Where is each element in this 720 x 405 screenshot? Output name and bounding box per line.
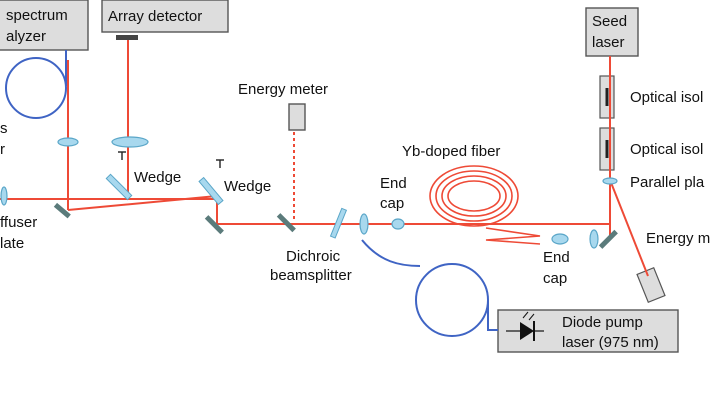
dichroic-beamsplitter bbox=[329, 207, 348, 239]
wedge-2-label: Wedge bbox=[224, 178, 271, 195]
isolator-2-mark bbox=[605, 140, 609, 158]
diode-icon bbox=[506, 311, 544, 341]
seed-laser-label-2: laser bbox=[592, 34, 625, 51]
diode-pump-label-1: Diode pump bbox=[562, 314, 643, 331]
spectrum-analyzer-label-1: spectrum bbox=[6, 7, 68, 24]
energy-meter-top-label: Energy meter bbox=[238, 81, 328, 98]
spectrum-analyzer-label-2: alyzer bbox=[6, 28, 46, 45]
parallel-plate-label: Parallel pla bbox=[630, 174, 705, 191]
energy-meter-top-box bbox=[288, 103, 306, 131]
array-detector-sensor bbox=[116, 35, 138, 40]
yb-fiber-coil bbox=[429, 165, 541, 245]
seed-laser-box bbox=[585, 7, 639, 57]
optical-isolator-1-label: Optical isol bbox=[630, 89, 703, 106]
yb-doped-fiber-label: Yb-doped fiber bbox=[402, 143, 500, 160]
laser-beam-paths bbox=[0, 40, 649, 277]
array-detector-box bbox=[101, 0, 229, 33]
optical-isolator-2-label: Optical isol bbox=[630, 141, 703, 158]
energy-meter-right-label: Energy m bbox=[646, 230, 710, 247]
left-fragment-label-2: r bbox=[0, 141, 5, 158]
wedge-2 bbox=[198, 176, 224, 206]
isolator-1-mark bbox=[605, 88, 609, 106]
dichroic-label-2: beamsplitter bbox=[270, 267, 352, 284]
diffuser-label-1: ffuser bbox=[0, 214, 37, 231]
wedge-1 bbox=[105, 173, 133, 201]
parallel-plate bbox=[602, 177, 618, 185]
spectrum-analyzer-box bbox=[0, 0, 89, 51]
seed-laser-label-1: Seed bbox=[592, 13, 627, 30]
end-cap-left-label-2: cap bbox=[380, 195, 404, 212]
lens-dichroic bbox=[359, 213, 369, 235]
mirror-4 bbox=[598, 229, 618, 249]
lens-left bbox=[57, 137, 79, 147]
mirror-2 bbox=[204, 215, 224, 235]
array-detector-label: Array detector bbox=[108, 8, 202, 25]
diffuser-label-2: late bbox=[0, 235, 24, 252]
left-fragment-label-1: s bbox=[0, 120, 8, 137]
end-cap-right-label-1: End bbox=[543, 249, 570, 266]
fiber-paths bbox=[5, 50, 498, 337]
end-cap-left bbox=[391, 218, 405, 230]
diode-pump-label-2: laser (975 nm) bbox=[562, 334, 659, 351]
lens-array bbox=[111, 136, 149, 148]
end-cap-left-label-1: End bbox=[380, 175, 407, 192]
dichroic-label-1: Dichroic bbox=[286, 248, 341, 265]
energy-meter-right-box bbox=[636, 266, 666, 304]
end-cap-right bbox=[551, 233, 569, 245]
mirror-3 bbox=[276, 213, 296, 233]
diffuser-plate bbox=[0, 186, 8, 206]
wedge-1-label: Wedge bbox=[134, 169, 181, 186]
end-cap-right-label-2: cap bbox=[543, 270, 567, 287]
lens-right bbox=[589, 229, 599, 249]
mirror-1 bbox=[53, 202, 71, 219]
